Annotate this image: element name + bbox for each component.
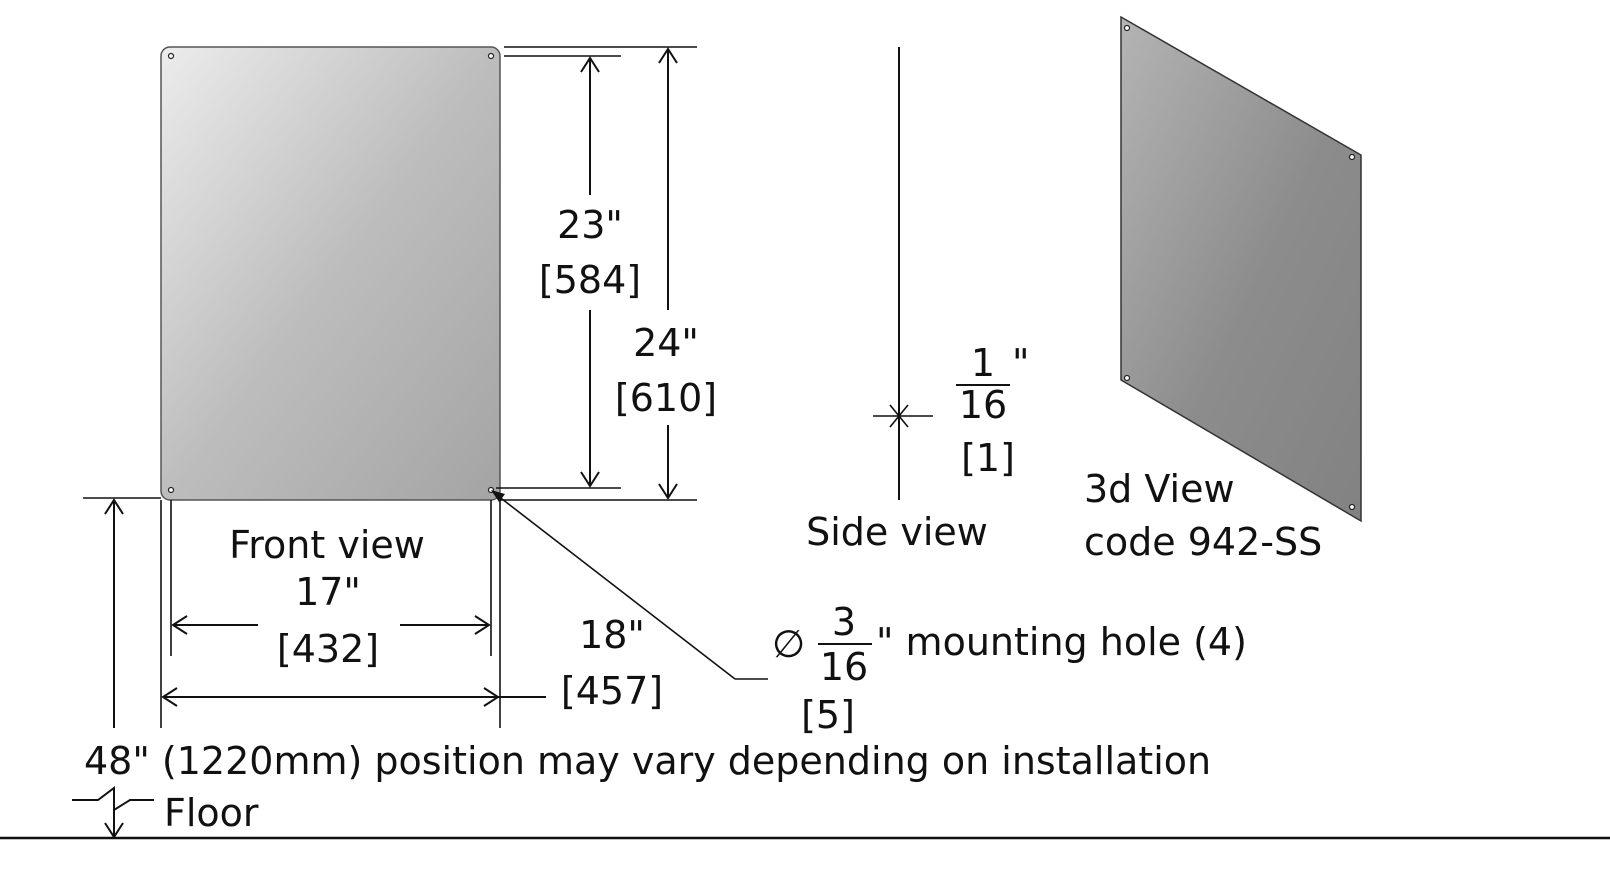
mounting-hole-leader <box>491 490 768 680</box>
mounting-hole-label: " mounting hole (4) <box>876 620 1247 664</box>
product-code-label: code 942-SS <box>1084 520 1322 564</box>
mounting-hole-top-right <box>487 52 495 60</box>
height-dimension-24 <box>500 46 697 501</box>
mounting-hole-denominator: 16 <box>820 645 868 689</box>
thickness-denominator: 16 <box>959 383 1007 427</box>
3d-view-panel <box>1120 15 1362 523</box>
3d-view-label: 3d View <box>1084 467 1235 511</box>
mounting-height-note: 48" (1220mm) position may vary depending… <box>84 739 1211 783</box>
height-23-inches-label: 23" <box>557 203 623 247</box>
height-584-mm-label: [584] <box>539 258 641 302</box>
width-17-inches-label: 17" <box>295 570 361 614</box>
thickness-mm-label: [1] <box>961 436 1015 480</box>
floor-label: Floor <box>164 791 259 835</box>
width-dimension-18 <box>160 500 546 728</box>
side-view-label: Side view <box>806 510 988 554</box>
mounting-hole-top-left <box>167 52 175 60</box>
mounting-hole-mm-label: [5] <box>801 693 855 737</box>
width-432-mm-label: [432] <box>277 627 379 671</box>
mounting-hole-numerator: 3 <box>832 600 856 644</box>
width-dimension-17 <box>170 500 492 656</box>
height-24-inches-label: 24" <box>633 321 699 365</box>
mounting-hole-bottom-left <box>167 486 175 494</box>
diameter-symbol: ∅ <box>772 622 805 666</box>
mounting-height-dimension <box>72 497 161 839</box>
side-view-profile <box>873 47 933 500</box>
width-18-inches-label: 18" <box>579 613 645 657</box>
height-610-mm-label: [610] <box>615 376 717 420</box>
width-457-mm-label: [457] <box>561 669 663 713</box>
front-view-panel <box>160 46 501 501</box>
front-view-label: Front view <box>229 523 425 567</box>
thickness-numerator: 1 <box>971 341 995 385</box>
height-dimension-23 <box>496 55 621 489</box>
thickness-inch-mark: " <box>1012 341 1029 385</box>
